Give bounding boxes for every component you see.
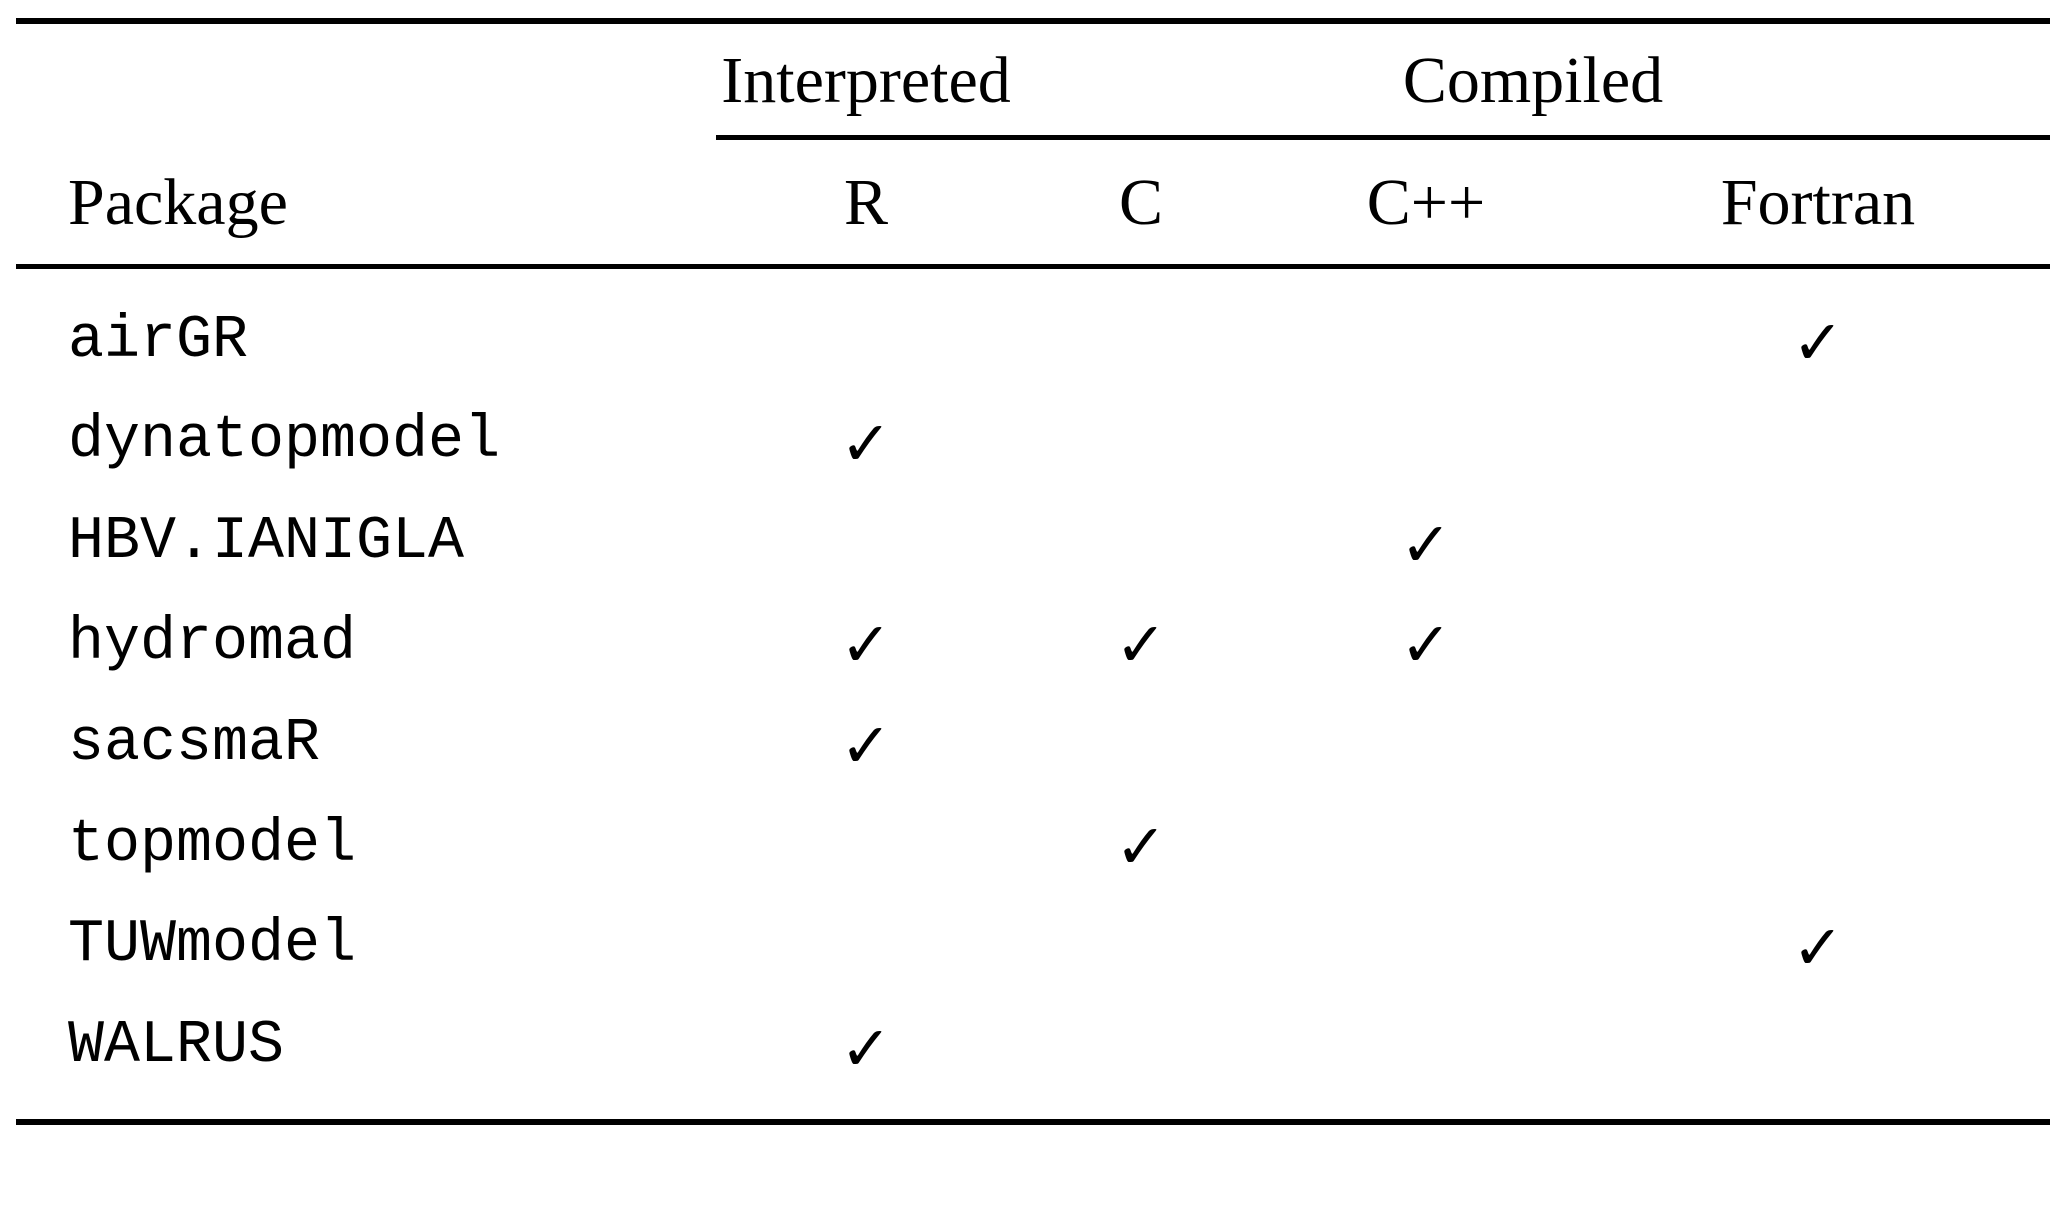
group-header-row: Interpreted Compiled — [16, 24, 2050, 138]
column-header-r: R — [843, 166, 889, 240]
cell-r: ✓ — [716, 593, 1016, 694]
package-name: topmodel — [68, 810, 357, 879]
cell-fortran: ✓ — [1586, 391, 2050, 492]
cell-c: ✓ — [1016, 694, 1266, 795]
check-icon: ✓ — [1400, 608, 1452, 682]
table-row: dynatopmodel✓✓✓✓ — [16, 391, 2050, 492]
cell-c: ✓ — [1016, 996, 1266, 1122]
package-name: airGR — [68, 306, 249, 375]
cell-r: ✓ — [716, 269, 1016, 392]
cmidrule-row — [16, 135, 2050, 142]
bottomrule-row — [16, 1118, 2050, 1128]
check-icon: ✓ — [840, 1011, 892, 1085]
table-body: airGR✓✓✓✓dynatopmodel✓✓✓✓HBV.IANIGLA✓✓✓✓… — [16, 269, 2050, 1122]
cell-c: ✓ — [1016, 492, 1266, 593]
cell-r: ✓ — [716, 694, 1016, 795]
check-icon: ✓ — [1792, 305, 1844, 379]
cell-fortran: ✓ — [1586, 795, 2050, 896]
cell-r: ✓ — [716, 996, 1016, 1122]
table-row: topmodel✓✓✓✓ — [16, 795, 2050, 896]
table-foot — [16, 1118, 2050, 1128]
package-name: WALRUS — [68, 1012, 285, 1081]
cell-c: ✓ — [1016, 593, 1266, 694]
cell-r: ✓ — [716, 795, 1016, 896]
group-header-blank — [16, 24, 716, 138]
check-icon: ✓ — [1115, 809, 1167, 883]
package-name: sacsmaR — [68, 709, 321, 778]
column-header-package: Package — [68, 166, 288, 240]
check-icon: ✓ — [1792, 910, 1844, 984]
cell-cpp: ✓ — [1266, 795, 1586, 896]
check-icon: ✓ — [1115, 608, 1167, 682]
cell-c: ✓ — [1016, 391, 1266, 492]
bottomrule — [16, 1118, 2050, 1128]
column-header-fortran: Fortran — [1720, 166, 1916, 240]
cell-fortran: ✓ — [1586, 269, 2050, 392]
package-name: dynatopmodel — [68, 407, 501, 476]
group-header-compiled: Compiled — [1402, 44, 1664, 117]
cell-r: ✓ — [716, 492, 1016, 593]
column-header-cpp: C++ — [1366, 166, 1486, 240]
column-header-row: Package R C C++ Fortran — [16, 140, 2050, 266]
table-row: sacsmaR✓✓✓✓ — [16, 694, 2050, 795]
midrule — [16, 264, 2050, 271]
cell-fortran: ✓ — [1586, 694, 2050, 795]
midrule-row — [16, 264, 2050, 271]
check-icon: ✓ — [840, 709, 892, 783]
cell-c: ✓ — [1016, 895, 1266, 996]
cell-fortran: ✓ — [1586, 895, 2050, 996]
cell-cpp: ✓ — [1266, 895, 1586, 996]
table-head: Interpreted Compiled Package R C C++ For… — [16, 18, 2050, 271]
cell-fortran: ✓ — [1586, 492, 2050, 593]
check-icon: ✓ — [1400, 507, 1452, 581]
cell-cpp: ✓ — [1266, 269, 1586, 392]
cell-r: ✓ — [716, 895, 1016, 996]
cell-cpp: ✓ — [1266, 996, 1586, 1122]
cell-c: ✓ — [1016, 269, 1266, 392]
cell-fortran: ✓ — [1586, 593, 2050, 694]
table-row: TUWmodel✓✓✓✓ — [16, 895, 2050, 996]
column-header-c: C — [1118, 166, 1164, 240]
cell-cpp: ✓ — [1266, 694, 1586, 795]
table-row: HBV.IANIGLA✓✓✓✓ — [16, 492, 2050, 593]
cell-cpp: ✓ — [1266, 391, 1586, 492]
package-language-table: Interpreted Compiled Package R C C++ For… — [16, 18, 2050, 1128]
cell-c: ✓ — [1016, 795, 1266, 896]
group-header-interpreted: Interpreted — [721, 44, 1011, 117]
check-icon: ✓ — [840, 406, 892, 480]
check-icon: ✓ — [840, 608, 892, 682]
table-row: WALRUS✓✓✓✓ — [16, 996, 2050, 1122]
cell-fortran: ✓ — [1586, 996, 2050, 1122]
cell-r: ✓ — [716, 391, 1016, 492]
package-name: TUWmodel — [68, 911, 357, 980]
table-row: hydromad ✓ ✓ ✓ ✓ — [16, 593, 2050, 694]
cell-cpp: ✓ — [1266, 492, 1586, 593]
table-row: airGR✓✓✓✓ — [16, 269, 2050, 392]
cmidrule — [716, 135, 2050, 142]
cell-cpp: ✓ — [1266, 593, 1586, 694]
package-name: hydromad — [68, 608, 357, 677]
package-name: HBV.IANIGLA — [68, 508, 465, 577]
